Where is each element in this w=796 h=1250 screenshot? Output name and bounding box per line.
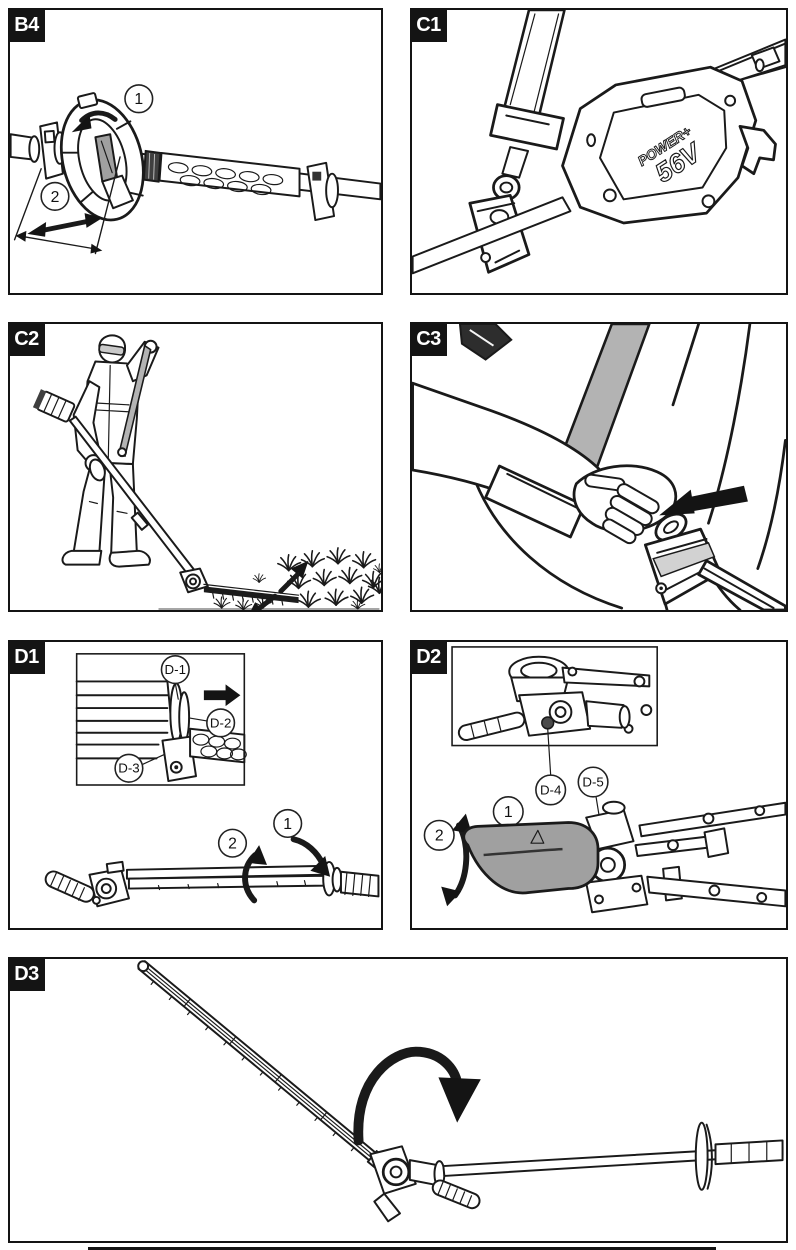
c3-illustration [412, 324, 786, 610]
callout-1-text: 1 [283, 816, 292, 833]
callout-1-badge: 1 [492, 796, 524, 828]
inset-diagram: D-1 D-2 D-3 [75, 653, 247, 786]
figure-panel-c3: C3 [410, 322, 788, 612]
strap [118, 344, 152, 457]
callout-2-badge: 2 [217, 828, 248, 858]
swing-arrow-icon [290, 836, 331, 877]
rear-hanger-bracket [306, 161, 339, 222]
figure-panel-d3: D3 [8, 957, 788, 1243]
callout-d1-text: D-1 [165, 662, 186, 677]
next-page-edge [88, 1247, 716, 1250]
lift-arrow-icon [242, 845, 267, 904]
figure-panel-c1: C1 [410, 8, 788, 295]
safety-goggles [98, 343, 125, 356]
shaft [442, 1121, 784, 1191]
pivot-range-arrow-icon [441, 813, 472, 907]
panel-label-d3: D3 [8, 957, 45, 991]
callout-d3-text: D-3 [118, 761, 139, 776]
sweep-arrows-icon [251, 560, 309, 610]
callout-1-badge: 1 [273, 808, 303, 839]
fold-arrow-icon [353, 1046, 481, 1146]
figure-panel-d2: D2 [410, 640, 788, 930]
callout-d2-text: D-2 [210, 715, 231, 730]
collar [458, 324, 513, 361]
b4-illustration: 1 2 [10, 84, 381, 255]
folded-tool [44, 860, 380, 908]
motor-housing: POWER+ 56V [561, 65, 758, 225]
callout-2-text: 2 [228, 836, 237, 853]
d3-illustration [137, 960, 784, 1223]
shaft-lower [412, 196, 572, 275]
pivot-joint [369, 1145, 481, 1223]
callout-1-text: 1 [134, 91, 143, 108]
callout-d2-badge: D-2 [206, 708, 236, 738]
strap-clip [654, 512, 688, 542]
callout-d4-text: D-4 [540, 782, 561, 797]
panel-label-b4: B4 [8, 8, 45, 42]
shaft-upper [707, 38, 786, 85]
callout-2-badge: 2 [40, 181, 70, 211]
grip-sleeve [142, 149, 301, 198]
callout-2-text: 2 [51, 189, 60, 206]
callout-1-text: 1 [504, 804, 513, 821]
figure-panel-b4: B4 [8, 8, 383, 295]
operator [32, 334, 160, 568]
grass [213, 547, 381, 610]
blade [137, 960, 393, 1176]
callout-1-badge: 1 [124, 84, 154, 114]
shaft [697, 559, 786, 610]
release-lever [462, 821, 600, 895]
callout-d5-badge: D-5 [577, 766, 609, 798]
callout-d4-badge: D-4 [535, 774, 567, 806]
battery-pack [32, 389, 76, 423]
panel-label-d2: D2 [410, 640, 447, 674]
d2-illustration: D-4 D-5 1 2 [423, 646, 786, 914]
c1-illustration: POWER+ 56V [412, 10, 786, 275]
trigger-lever [738, 124, 777, 176]
blade-assembly [634, 801, 786, 908]
c2-illustration [32, 334, 381, 610]
rotate-arrow-icon [71, 110, 118, 133]
cuff [484, 464, 586, 539]
warning-triangle-icon [530, 829, 545, 844]
panel-label-d1: D1 [8, 640, 45, 674]
callout-2-badge: 2 [423, 819, 455, 851]
callout-2-text: 2 [435, 828, 444, 845]
pivot-head [585, 800, 649, 914]
attach-arrow-icon [659, 485, 748, 516]
figure-panel-d1: D1 D-1 [8, 640, 383, 930]
panel-label-c3: C3 [410, 322, 447, 356]
slide-range-dimension [13, 156, 121, 255]
jacket-outline [470, 324, 786, 610]
inset-gearhead [451, 646, 658, 747]
hand [572, 464, 678, 545]
callout-d1-badge: D-1 [160, 655, 190, 685]
d1-illustration: D-1 D-2 D-3 [44, 653, 380, 908]
hanger-bracket [643, 527, 722, 606]
shoulder-strap [483, 10, 566, 213]
callout-d3-badge: D-3 [114, 753, 144, 783]
slide-arrow-icon [203, 684, 241, 707]
callout-d5-text: D-5 [582, 774, 603, 789]
figure-panel-c2: C2 [8, 322, 383, 612]
panel-label-c1: C1 [410, 8, 447, 42]
panel-label-c2: C2 [8, 322, 45, 356]
